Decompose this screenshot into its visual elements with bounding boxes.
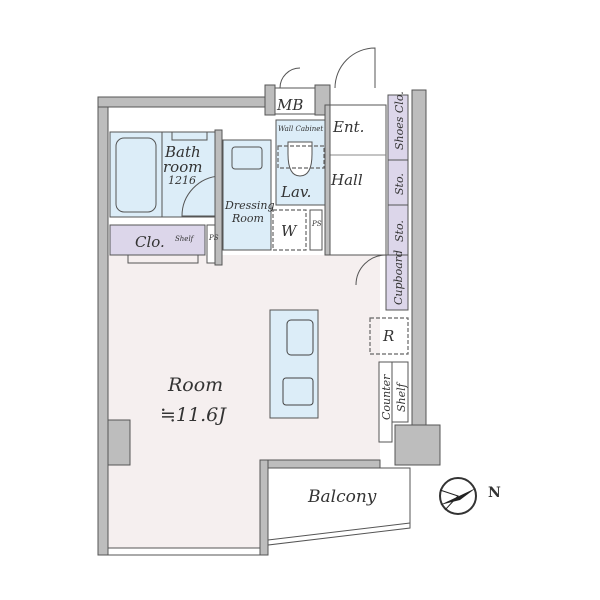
bath-door[interactable]	[181, 175, 221, 217]
bathtub	[115, 137, 157, 213]
dressing-label-2: Room	[231, 212, 264, 225]
lavatory-label: Lav.	[280, 183, 311, 201]
ps-1-label: PS	[208, 234, 219, 242]
wall-right	[411, 89, 427, 431]
dressing-label: Dressing	[224, 199, 275, 212]
shoes-closet-label: Shoes Clo.	[393, 91, 406, 150]
stove-icon	[282, 377, 314, 406]
counter-shelf	[391, 361, 409, 423]
counter-shelf-label: Shelf	[395, 381, 408, 412]
ps-2-label: PS	[311, 220, 322, 228]
entrance-label: Ent.	[332, 118, 364, 136]
compass-icon	[439, 477, 477, 515]
bathroom-size: 1216	[168, 174, 196, 187]
room-floor-lower	[108, 455, 268, 550]
balcony-label: Balcony	[307, 487, 377, 507]
cupboard-label: Cupboard	[392, 250, 405, 305]
kitchen-island	[269, 309, 319, 419]
compass-north-label: N	[488, 485, 501, 501]
shelf-label: Shelf	[175, 235, 195, 243]
entrance-door[interactable]	[334, 47, 376, 89]
room-label: Room	[167, 374, 223, 396]
mb-label: MB	[276, 96, 303, 114]
sink-icon	[231, 146, 263, 170]
room-size: ≒11.6J	[160, 404, 227, 426]
cupboard	[385, 254, 409, 311]
closet-label: Clo.	[135, 233, 165, 251]
ps-2	[309, 209, 323, 251]
meter-box	[274, 87, 316, 115]
fridge-label: R	[382, 327, 394, 345]
kitchen-sink-icon	[286, 319, 314, 356]
room-floor	[108, 255, 380, 460]
counter-label: Counter	[380, 374, 393, 420]
bathroom-label-2: room	[163, 158, 202, 176]
washer-space	[272, 209, 307, 251]
toilet-icon	[287, 141, 313, 177]
storage-1-label: Sto.	[393, 173, 406, 195]
washer-label: W	[281, 222, 298, 240]
wall-left	[97, 96, 109, 556]
wall-cabinet-label: Wall Cabinet	[278, 125, 323, 133]
window-bottom	[107, 547, 261, 556]
bathroom-label: Bath	[164, 143, 201, 161]
fridge-space	[369, 317, 409, 355]
storage-2-label: Sto.	[393, 220, 406, 242]
hall-label: Hall	[330, 171, 363, 189]
wall-top	[97, 96, 276, 108]
closet	[109, 224, 206, 256]
